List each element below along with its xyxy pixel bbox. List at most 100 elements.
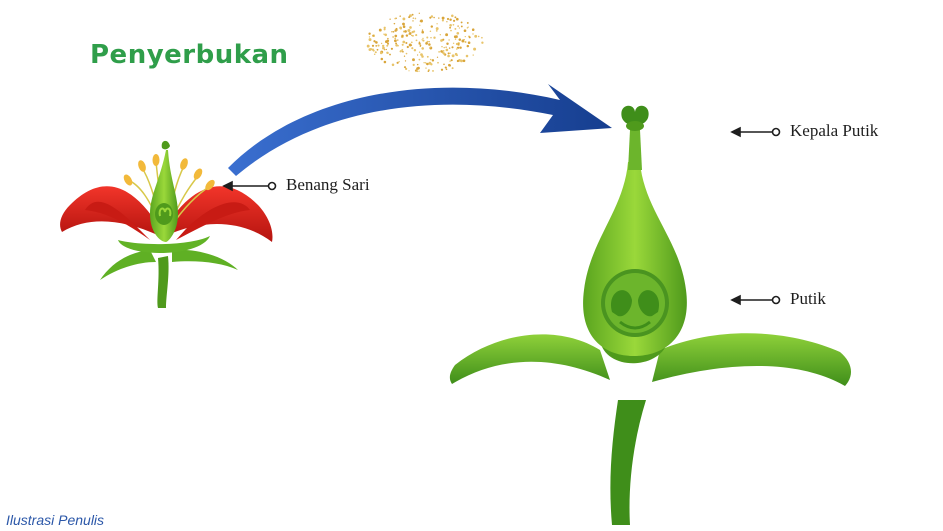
label-kepala-putik: Kepala Putik bbox=[790, 121, 878, 141]
pollen-grain bbox=[481, 37, 483, 39]
pollen-grain bbox=[384, 49, 385, 50]
pollen-grain bbox=[389, 19, 390, 20]
pollen-grain bbox=[454, 16, 456, 18]
pollen-grain bbox=[405, 60, 406, 61]
pollen-grain bbox=[459, 27, 460, 28]
pollen-grain bbox=[451, 59, 453, 61]
pollen-grain bbox=[401, 35, 403, 37]
pollen-grain bbox=[406, 34, 408, 36]
pollen-grain bbox=[450, 53, 451, 54]
pollen-grain bbox=[397, 39, 398, 40]
pollen-grain bbox=[417, 54, 418, 55]
pollen-grain bbox=[430, 46, 431, 47]
pollen-grain bbox=[397, 62, 399, 64]
pollen-grain bbox=[387, 52, 389, 54]
pollen-grain bbox=[398, 61, 399, 62]
pollen-grain bbox=[412, 58, 415, 61]
pollen-grain bbox=[473, 54, 474, 55]
pistil-illustration bbox=[450, 106, 851, 525]
pollen-grain bbox=[423, 62, 424, 63]
pollen-grain bbox=[446, 49, 449, 52]
pollen-grain bbox=[407, 46, 409, 48]
leader-line-benang-sari bbox=[224, 182, 276, 190]
pollen-grain bbox=[421, 31, 424, 34]
pollen-grain bbox=[450, 30, 452, 32]
pollen-grain bbox=[377, 45, 379, 47]
pollen-grain bbox=[436, 27, 439, 30]
pollen-grain bbox=[430, 31, 432, 33]
pollen-grain bbox=[407, 29, 410, 32]
pollen-grain bbox=[387, 38, 388, 39]
pollen-grain bbox=[420, 20, 423, 23]
pollen-grain bbox=[452, 54, 455, 57]
pollen-grain bbox=[411, 47, 413, 49]
pollen-grain bbox=[448, 64, 451, 67]
pollen-grain bbox=[395, 28, 397, 30]
pollen-grain bbox=[417, 64, 418, 65]
pollen-grain bbox=[430, 37, 431, 38]
pollen-grain bbox=[427, 56, 429, 58]
pollen-grain bbox=[445, 33, 448, 36]
pollen-grain bbox=[419, 13, 420, 14]
pollen-grain bbox=[449, 61, 450, 62]
pollen-grain bbox=[426, 63, 428, 65]
pollen-grain bbox=[405, 42, 407, 44]
pollen-grain bbox=[382, 47, 385, 50]
pollen-grain bbox=[408, 70, 409, 71]
pollen-grain bbox=[443, 52, 445, 54]
pollen-grain bbox=[461, 21, 463, 23]
pollen-grain bbox=[411, 35, 412, 36]
pollen-grain bbox=[412, 35, 414, 37]
pollen-grain bbox=[372, 35, 374, 37]
pollen-grain bbox=[442, 19, 444, 21]
pollen-grain bbox=[370, 48, 372, 50]
pollen-grain bbox=[451, 46, 453, 48]
pollen-grain bbox=[422, 29, 423, 30]
pollen-grain bbox=[458, 43, 459, 44]
pollen-grain bbox=[368, 33, 370, 35]
diagram-title: Penyerbukan bbox=[90, 40, 289, 70]
pollen-grain bbox=[409, 26, 412, 29]
pollen-grain bbox=[386, 49, 387, 50]
pollen-grain bbox=[453, 43, 454, 44]
pollen-grain bbox=[367, 45, 370, 48]
pollen-grain bbox=[449, 47, 450, 48]
pollen-grain bbox=[386, 39, 389, 42]
pollen-grain bbox=[419, 51, 420, 52]
pollen-grain bbox=[394, 23, 396, 25]
pollen-grain bbox=[384, 27, 386, 29]
pollen-grain bbox=[402, 41, 405, 44]
pollen-grain bbox=[437, 57, 438, 58]
pollen-grain bbox=[445, 47, 446, 48]
pollen-grain bbox=[474, 35, 477, 38]
pollen-grain bbox=[394, 39, 397, 42]
pollen-grain bbox=[445, 67, 447, 69]
pollen-grain bbox=[463, 39, 464, 40]
pollen-grain bbox=[472, 33, 473, 34]
pollen-grain bbox=[446, 68, 448, 70]
pollen-grain bbox=[412, 14, 414, 16]
pollen-grain bbox=[447, 18, 449, 20]
pollen-grain bbox=[431, 25, 433, 27]
pollen-grain bbox=[405, 68, 407, 70]
pollen-grain bbox=[394, 37, 396, 39]
pollen-grain bbox=[481, 42, 483, 44]
pollen-grain bbox=[441, 69, 443, 71]
pollen-grain bbox=[453, 20, 455, 22]
pollen-grain bbox=[456, 32, 459, 35]
pollen-grain bbox=[387, 42, 389, 44]
pollen-grain bbox=[382, 45, 384, 47]
pollen-grain bbox=[381, 43, 382, 44]
pollen-grain bbox=[440, 34, 441, 35]
pollen-grain bbox=[416, 70, 418, 72]
pollen-grain bbox=[443, 47, 444, 48]
pollen-grain bbox=[461, 25, 463, 27]
pollen-grain bbox=[472, 28, 475, 31]
pollen-grain bbox=[392, 36, 393, 37]
pollen-grain bbox=[438, 51, 440, 53]
pollen-grain bbox=[415, 34, 417, 36]
pollen-grain bbox=[436, 23, 437, 24]
pollen-grain bbox=[419, 59, 421, 61]
pollen-grain bbox=[420, 44, 422, 46]
